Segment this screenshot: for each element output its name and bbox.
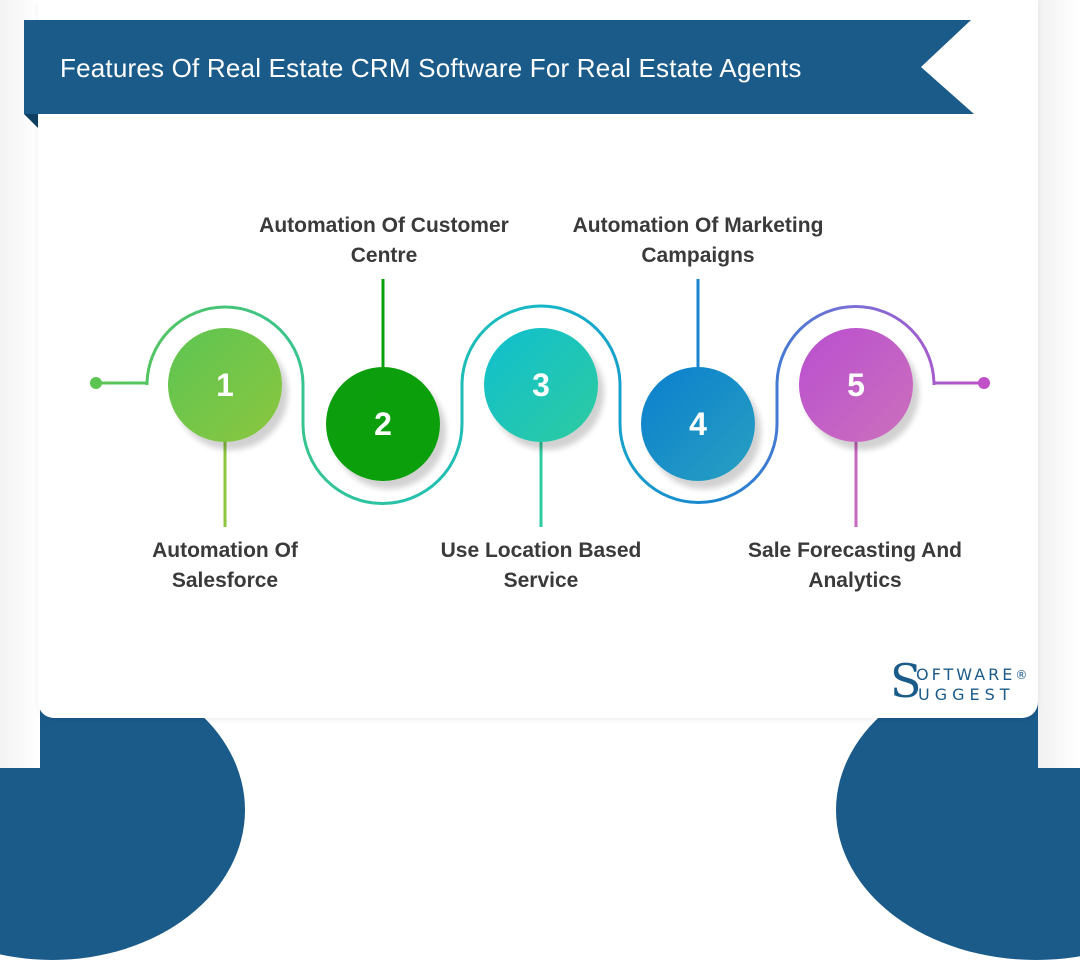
logo-line2: UGGEST — [918, 685, 1015, 704]
step-2-circle: 2 — [326, 367, 440, 481]
background-edge-right — [1038, 0, 1080, 768]
step-4-label: Automation Of Marketing Campaigns — [572, 214, 824, 267]
step-3-label: Use Location Based Service — [440, 539, 642, 592]
step-4-number: 4 — [689, 405, 707, 442]
step-5-label: Sale Forecasting And Analytics — [748, 539, 962, 592]
title-banner — [24, 20, 974, 114]
background-edge-left — [0, 0, 40, 768]
step-3-circle: 3 — [484, 328, 598, 442]
step-1-number: 1 — [216, 366, 234, 403]
step-3-number: 3 — [532, 366, 550, 403]
path-end-dot — [978, 377, 990, 389]
step-2-number: 2 — [374, 405, 392, 442]
step-1-circle: 1 — [168, 328, 282, 442]
logo-line1: OFTWARE® — [916, 665, 1028, 684]
logo-big-s: S — [890, 654, 922, 708]
step-2-label: Automation Of Customer Centre — [259, 214, 509, 267]
step-5-number: 5 — [847, 366, 865, 403]
timeline-path — [90, 279, 990, 527]
path-start-dot — [90, 377, 102, 389]
softwaresuggest-logo: S OFTWARE® UGGEST — [890, 654, 1030, 708]
step-4-circle: 4 — [641, 367, 755, 481]
step-1-label: Automation Of Salesforce — [152, 539, 298, 592]
page-title: Features Of Real Estate CRM Software For… — [60, 53, 802, 83]
step-5-circle: 5 — [799, 328, 913, 442]
